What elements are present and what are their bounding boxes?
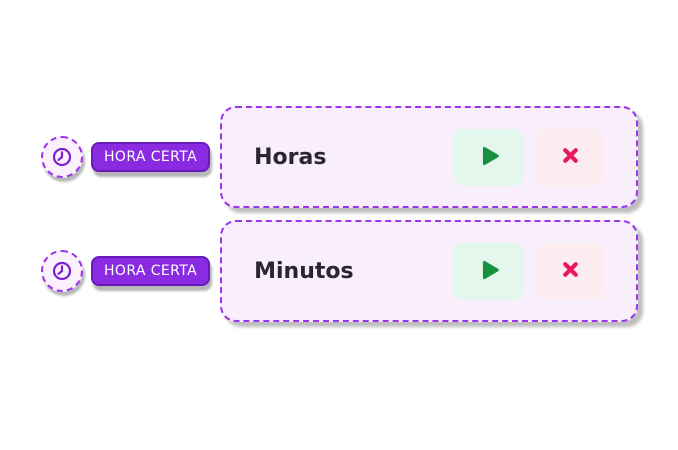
hora-certa-tag[interactable]: HORA CERTA: [91, 142, 211, 172]
delete-button[interactable]: [536, 242, 605, 300]
block-panel-minutos[interactable]: Minutos: [220, 220, 639, 322]
row-horas: HORA CERTA Horas: [41, 106, 639, 208]
clock-badge[interactable]: [41, 250, 83, 292]
play-button[interactable]: [453, 128, 525, 186]
delete-button[interactable]: [536, 128, 605, 186]
hora-certa-tag-label: HORA CERTA: [104, 149, 198, 165]
play-button[interactable]: [453, 242, 525, 300]
panel-title: Minutos: [254, 258, 354, 284]
clock-icon: [50, 259, 74, 283]
block-panel-horas[interactable]: Horas: [220, 106, 639, 208]
clock-icon: [50, 145, 74, 169]
hora-certa-tag-label: HORA CERTA: [104, 263, 198, 279]
panel-title: Horas: [254, 144, 327, 170]
play-icon: [475, 255, 503, 288]
x-icon: [560, 259, 581, 283]
row-minutos: HORA CERTA Minutos: [41, 220, 639, 322]
play-icon: [475, 141, 503, 174]
x-icon: [560, 145, 581, 169]
hora-certa-tag[interactable]: HORA CERTA: [91, 256, 211, 286]
clock-badge[interactable]: [41, 136, 83, 178]
